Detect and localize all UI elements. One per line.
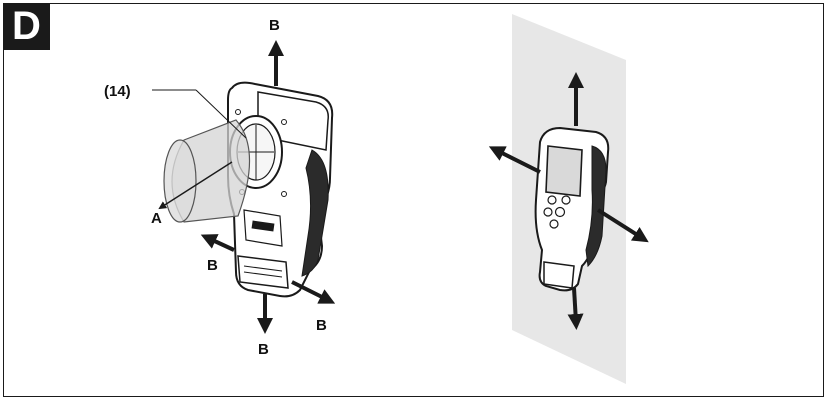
move-label-left: B <box>207 257 218 274</box>
move-label-down: B <box>258 341 269 358</box>
beam-label-a: A <box>151 210 162 227</box>
wall-arrow-down <box>574 288 576 322</box>
move-label-up: B <box>269 17 280 34</box>
move-arrow-left <box>208 238 234 250</box>
move-label-right: B <box>316 317 327 334</box>
callout-label-14: (14) <box>104 83 131 100</box>
